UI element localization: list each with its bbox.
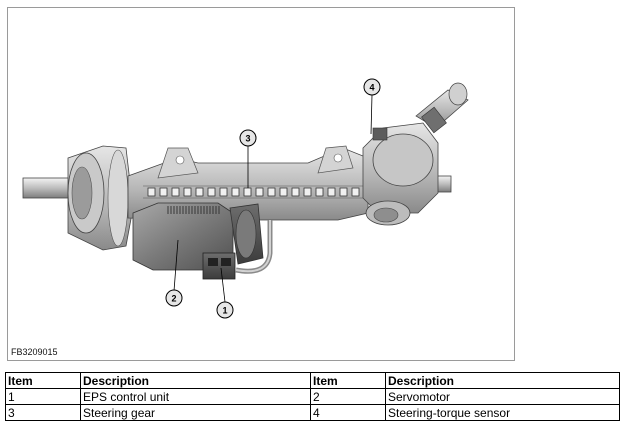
table-row: 3 Steering gear 4 Steering-torque sensor <box>5 404 620 421</box>
item-number: 2 <box>310 388 386 405</box>
legend-header-row: Item Description Item Description <box>5 372 620 389</box>
header-item: Item <box>5 372 81 389</box>
table-row: 1 EPS control unit 2 Servomotor <box>5 388 620 405</box>
svg-text:4: 4 <box>369 83 374 93</box>
item-description: Steering gear <box>80 404 311 421</box>
header-description: Description <box>80 372 311 389</box>
callout-4: 4 <box>363 78 381 96</box>
header-description: Description <box>385 372 620 389</box>
item-number: 1 <box>5 388 81 405</box>
item-number: 4 <box>310 404 386 421</box>
callout-1: 1 <box>216 301 234 319</box>
header-item: Item <box>310 372 386 389</box>
callout-3: 3 <box>239 129 257 147</box>
figure-id-label: FB3209015 <box>11 347 58 357</box>
item-description: Steering-torque sensor <box>385 404 620 421</box>
item-description: EPS control unit <box>80 388 311 405</box>
svg-text:2: 2 <box>171 294 176 304</box>
callout-2: 2 <box>165 289 183 307</box>
steering-gear-drawing: 2 1 3 4 <box>22 78 469 319</box>
svg-text:3: 3 <box>245 134 250 144</box>
item-number: 3 <box>5 404 81 421</box>
item-description: Servomotor <box>385 388 620 405</box>
svg-text:1: 1 <box>222 306 227 316</box>
steering-gear-illustration: 2 1 3 4 FB3209015 <box>7 7 515 361</box>
legend-table: Item Description Item Description 1 EPS … <box>5 372 620 421</box>
